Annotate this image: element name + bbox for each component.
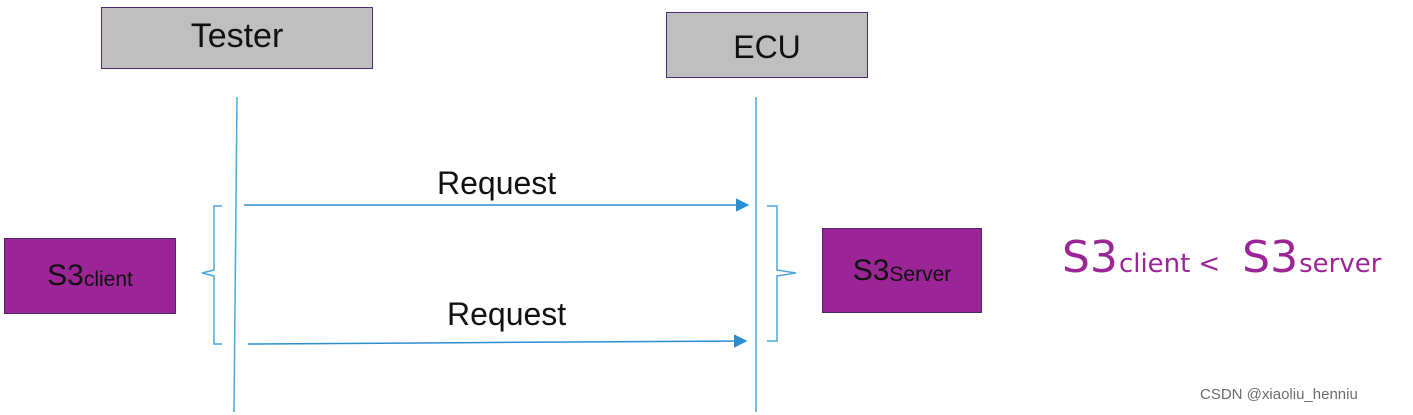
ecu-label: ECU: [733, 28, 801, 65]
relation-left-sub: client: [1118, 249, 1191, 279]
s3-client-sub: client: [83, 268, 133, 291]
s3-client-main: S3: [47, 259, 84, 292]
request-label-1: Request: [437, 165, 557, 201]
request-label-2: Request: [447, 296, 567, 332]
tester-lifeline: [233, 96, 238, 413]
relation-left-main: S3: [1062, 232, 1118, 283]
server-bracket: [767, 205, 797, 342]
request-arrow-2: [247, 334, 748, 348]
relation-right-main: S3: [1242, 232, 1299, 283]
relation-operator: <: [1198, 249, 1221, 279]
s3-server-main: S3: [852, 253, 890, 287]
s3-server-sub: Server: [889, 262, 952, 286]
tester-label: Tester: [190, 16, 284, 55]
relation-right-sub: server: [1299, 249, 1382, 279]
tester-box: Tester: [101, 7, 373, 69]
client-bracket: [201, 205, 222, 345]
ecu-box: ECU: [666, 12, 868, 78]
watermark: CSDN @xiaoliu_henniu: [1200, 386, 1358, 403]
